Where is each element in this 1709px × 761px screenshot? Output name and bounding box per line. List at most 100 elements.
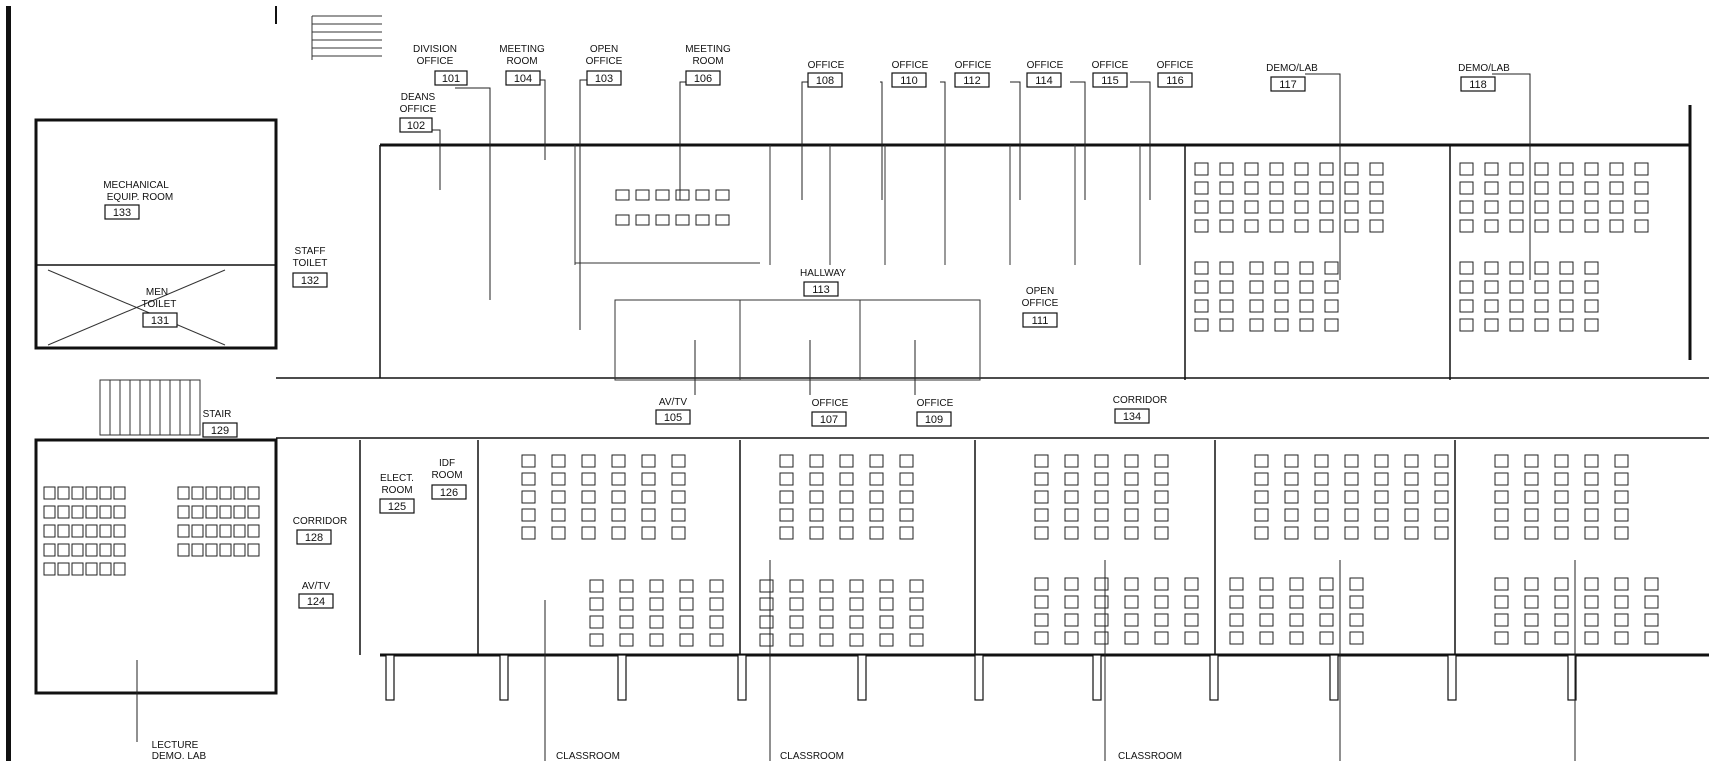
chair-symbol	[1229, 595, 1244, 609]
sheet-border	[6, 6, 11, 761]
chair-symbol	[1314, 490, 1329, 504]
chair-symbol	[1554, 595, 1569, 609]
chair-symbol	[1344, 454, 1359, 468]
chair-symbol	[1494, 631, 1509, 645]
chair-symbol	[679, 597, 694, 611]
chair-symbol	[649, 633, 664, 647]
svg-text:ROOM: ROOM	[506, 56, 537, 67]
chair-symbol	[1494, 490, 1509, 504]
chair-symbol	[695, 214, 710, 226]
chair-symbol	[1584, 200, 1599, 214]
chair-symbol	[1609, 162, 1624, 176]
chair-symbol	[869, 472, 884, 486]
chair-symbol	[43, 562, 56, 576]
chair-symbol	[1554, 526, 1569, 540]
chair-symbol	[1614, 595, 1629, 609]
chair-symbol	[1194, 299, 1209, 313]
chair-symbol	[1344, 219, 1359, 233]
chair-symbol	[819, 579, 834, 593]
chair-symbol	[1244, 200, 1259, 214]
room-label: CLASSROOM	[1118, 751, 1182, 761]
chair-symbol	[1584, 577, 1599, 591]
room-tag: OFFICE 115	[1092, 60, 1129, 88]
chair-symbol	[809, 490, 824, 504]
svg-text:OFFICE: OFFICE	[812, 398, 849, 409]
chair-symbol	[1349, 613, 1364, 627]
chair-symbol	[611, 490, 626, 504]
chair-symbol	[247, 543, 260, 557]
chair-symbol	[581, 454, 596, 468]
room-number: 114	[1035, 75, 1053, 87]
room-tag: MEN TOILET 131	[142, 287, 178, 328]
chair-symbol	[1294, 219, 1309, 233]
room-tag: MEETING ROOM 104	[499, 44, 545, 86]
room-number: 131	[151, 315, 169, 327]
chair-symbol	[819, 633, 834, 647]
chair-symbol	[655, 214, 670, 226]
room-number: 103	[595, 73, 613, 85]
svg-text:ROOM: ROOM	[692, 56, 723, 67]
svg-text:MECHANICAL: MECHANICAL	[103, 180, 169, 191]
room-number: 116	[1166, 75, 1184, 87]
chair-symbol	[635, 189, 650, 201]
chair-symbol	[1459, 181, 1474, 195]
chair-symbol	[1484, 200, 1499, 214]
chair-symbol	[1509, 200, 1524, 214]
chair-symbol	[233, 524, 246, 538]
chair-symbol	[247, 505, 260, 519]
svg-text:DEMO/LAB: DEMO/LAB	[1266, 63, 1318, 74]
chair-symbol	[177, 524, 190, 538]
room-number: 132	[301, 275, 319, 287]
chair-symbol	[589, 633, 604, 647]
chair-symbol	[1614, 508, 1629, 522]
room-tag: OFFICE 116	[1157, 60, 1194, 88]
chair-symbol	[849, 579, 864, 593]
chair-symbol	[879, 579, 894, 593]
chair-symbol	[869, 508, 884, 522]
chair-symbol	[1459, 200, 1474, 214]
chair-symbol	[1124, 454, 1139, 468]
chair-symbol	[1034, 595, 1049, 609]
chair-symbol	[1559, 162, 1574, 176]
chair-symbol	[611, 472, 626, 486]
chair-symbol	[671, 472, 686, 486]
chair-symbol	[247, 486, 260, 500]
room-tag: STAIR 129	[202, 409, 238, 438]
svg-text:OFFICE: OFFICE	[955, 60, 992, 71]
chair-symbol	[1249, 299, 1264, 313]
chair-symbol	[589, 597, 604, 611]
svg-text:STAFF: STAFF	[295, 246, 326, 257]
chair-symbol	[71, 486, 84, 500]
chair-symbol	[849, 633, 864, 647]
room-number: 118	[1469, 79, 1487, 91]
chair-symbol	[899, 526, 914, 540]
chair-symbol	[1219, 261, 1234, 275]
svg-text:OFFICE: OFFICE	[417, 56, 454, 67]
chair-symbol	[1559, 181, 1574, 195]
chair-symbol	[1289, 631, 1304, 645]
svg-text:AV/TV: AV/TV	[659, 397, 687, 408]
chair-symbol	[1434, 454, 1449, 468]
chair-symbol	[1289, 613, 1304, 627]
chair-symbol	[1584, 162, 1599, 176]
chair-symbol	[1374, 526, 1389, 540]
chair-symbol	[1154, 613, 1169, 627]
room-number: 107	[820, 414, 838, 426]
chair-symbol	[99, 524, 112, 538]
chair-symbol	[1094, 508, 1109, 522]
chair-symbol	[1124, 631, 1139, 645]
chair-symbol	[849, 597, 864, 611]
chair-symbol	[1584, 219, 1599, 233]
chair-symbol	[1644, 631, 1659, 645]
svg-text:OFFICE: OFFICE	[1092, 60, 1129, 71]
chair-symbol	[1459, 299, 1474, 313]
chair-symbol	[57, 562, 70, 576]
chair-symbol	[1064, 508, 1079, 522]
chair-symbol	[671, 508, 686, 522]
chair-symbol	[1229, 577, 1244, 591]
chair-symbol	[1494, 613, 1509, 627]
chair-symbol	[1254, 526, 1269, 540]
chair-symbol	[1584, 299, 1599, 313]
chair-symbol	[909, 633, 924, 647]
chair-symbol	[1094, 526, 1109, 540]
